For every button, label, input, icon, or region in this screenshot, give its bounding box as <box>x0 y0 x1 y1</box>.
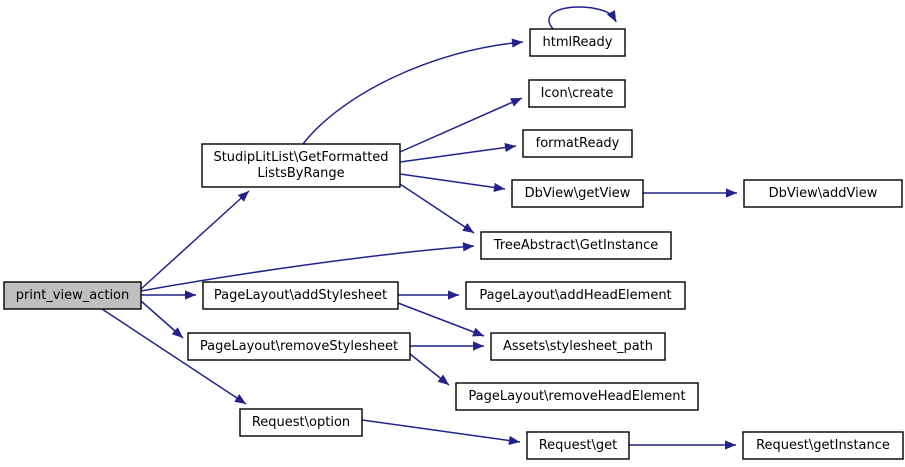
node-remove_stylesheet[interactable]: PageLayout\removeStylesheet <box>187 332 411 361</box>
edge-print_view_action-to-add_stylesheet <box>141 290 196 300</box>
node-format_ready[interactable]: formatReady <box>522 129 633 158</box>
node-box[interactable] <box>511 179 644 208</box>
arrowhead-icon <box>472 327 484 337</box>
node-request_option[interactable]: Request\option <box>239 408 363 437</box>
node-dbview_addview[interactable]: DbView\addView <box>743 179 903 208</box>
node-box[interactable] <box>465 281 686 310</box>
edge-print_view_action-to-studip_lit_list <box>140 190 250 290</box>
arrowhead-icon <box>726 188 737 198</box>
arrowhead-icon <box>504 142 516 153</box>
node-label: Icon\create <box>541 86 614 101</box>
node-box[interactable] <box>239 408 363 437</box>
arrowhead-icon <box>437 374 449 385</box>
node-label: ListsByRange <box>257 166 344 181</box>
node-box[interactable] <box>490 332 666 361</box>
node-label: Request\getInstance <box>756 438 890 453</box>
edge-line <box>548 6 617 30</box>
edge-line <box>140 190 250 290</box>
node-label: TreeAbstract\GetInstance <box>493 238 659 253</box>
edge-add_stylesheet-to-add_head_element <box>398 290 459 300</box>
node-tree_abstract[interactable]: TreeAbstract\GetInstance <box>480 231 672 260</box>
node-box[interactable] <box>526 431 630 460</box>
node-html_ready[interactable]: htmlReady <box>529 28 626 57</box>
arrowhead-icon <box>171 327 183 338</box>
node-print_view_action[interactable]: print_view_action <box>3 281 142 310</box>
node-remove_head_element[interactable]: PageLayout\removeHeadElement <box>455 382 699 411</box>
arrowhead-icon <box>493 182 505 192</box>
edge-studip_lit_list-to-dbview_getview <box>399 173 506 192</box>
node-icon_create[interactable]: Icon\create <box>528 79 626 108</box>
arrowhead-icon <box>473 341 484 351</box>
arrowhead-icon <box>725 440 736 450</box>
edge-remove_stylesheet-to-stylesheet_path <box>410 341 484 351</box>
edge-studip_lit_list-to-format_ready <box>399 142 517 163</box>
node-label: Request\get <box>539 438 618 453</box>
node-label: PageLayout\removeStylesheet <box>200 339 398 354</box>
edge-studip_lit_list-to-tree_abstract <box>399 183 475 234</box>
edge-line <box>361 419 521 443</box>
node-box[interactable] <box>743 179 903 208</box>
node-label: StudipLitList\GetFormatted <box>213 150 388 165</box>
node-box[interactable] <box>455 382 699 411</box>
edge-line <box>399 97 523 153</box>
node-label: PageLayout\removeHeadElement <box>468 389 685 404</box>
edge-studip_lit_list-to-icon_create <box>399 97 523 153</box>
node-label: DbView\addView <box>769 186 878 201</box>
node-box[interactable] <box>528 79 626 108</box>
edge-print_view_action-to-remove_stylesheet <box>140 300 184 339</box>
node-box[interactable] <box>522 129 633 158</box>
arrowhead-icon <box>508 435 520 446</box>
edge-remove_stylesheet-to-remove_head_element <box>409 353 450 386</box>
node-box[interactable] <box>201 143 401 188</box>
edge-line <box>399 173 506 190</box>
node-dbview_getview[interactable]: DbView\getView <box>511 179 644 208</box>
nodes-layer: print_view_action StudipLitList\GetFormat… <box>3 28 904 460</box>
edges-layer <box>101 6 737 450</box>
edge-line <box>101 308 247 405</box>
edge-line <box>302 41 524 145</box>
edge-line <box>399 145 517 163</box>
edge-request_get-to-request_get_instance <box>629 440 736 450</box>
node-box[interactable] <box>742 431 904 460</box>
node-box[interactable] <box>187 332 411 361</box>
node-label: htmlReady <box>543 35 613 50</box>
arrowhead-icon <box>606 10 616 22</box>
edge-line <box>397 302 485 337</box>
node-label: print_view_action <box>16 288 130 303</box>
arrowhead-icon <box>511 38 523 48</box>
arrowhead-icon <box>462 242 474 252</box>
node-box[interactable] <box>3 281 142 310</box>
edge-dbview_getview-to-dbview_addview <box>643 188 737 198</box>
node-label: Request\option <box>252 415 350 430</box>
arrowhead-icon <box>185 290 196 300</box>
node-label: PageLayout\addHeadElement <box>479 288 671 303</box>
arrowhead-icon <box>510 98 522 107</box>
arrowhead-icon <box>237 191 249 202</box>
node-label: formatReady <box>536 136 620 151</box>
node-label: PageLayout\addStylesheet <box>214 288 387 303</box>
node-stylesheet_path[interactable]: Assets\stylesheet_path <box>490 332 666 361</box>
edge-print_view_action-to-request_option <box>101 308 247 405</box>
arrowhead-icon <box>448 290 459 300</box>
node-add_head_element[interactable]: PageLayout\addHeadElement <box>465 281 686 310</box>
node-label: DbView\getView <box>525 186 631 201</box>
node-box[interactable] <box>529 28 626 57</box>
edge-line <box>399 183 475 234</box>
arrowhead-icon <box>234 394 246 404</box>
edge-html_ready-to-html_ready <box>548 6 617 30</box>
node-label: Assets\stylesheet_path <box>503 339 653 354</box>
node-box[interactable] <box>480 231 672 260</box>
node-box[interactable] <box>202 281 399 310</box>
node-request_get[interactable]: Request\get <box>526 431 630 460</box>
edge-request_option-to-request_get <box>361 419 521 446</box>
node-request_get_instance[interactable]: Request\getInstance <box>742 431 904 460</box>
edge-print_view_action-to-tree_abstract <box>140 242 475 292</box>
edge-line <box>140 245 475 292</box>
node-add_stylesheet[interactable]: PageLayout\addStylesheet <box>202 281 399 310</box>
arrowhead-icon <box>462 223 474 233</box>
edge-studip_lit_list-to-html_ready <box>302 38 524 145</box>
edge-add_stylesheet-to-stylesheet_path <box>397 302 485 337</box>
